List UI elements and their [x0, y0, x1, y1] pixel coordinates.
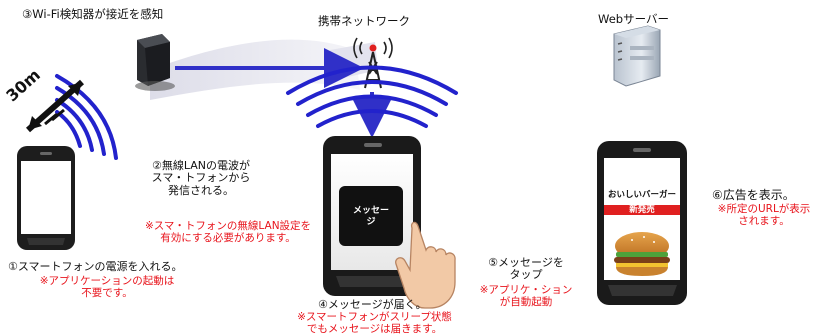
step5-line2: タップ	[509, 268, 543, 282]
smartphone-2	[323, 136, 421, 296]
hand-icon	[395, 221, 456, 309]
wifi-detector-label: ③Wi-Fi検知器が接近を感知	[22, 7, 164, 21]
step5-note-line1: ※アプリケ・ション	[479, 284, 573, 296]
phone-receive-waves	[286, 65, 458, 128]
step4-text: ④メッセージが届く。	[318, 298, 427, 311]
step5-note: ※アプリケ・ション が自動起動	[470, 284, 582, 309]
step4-note-line1: ※スマートフォンがスリープ状態	[297, 311, 452, 323]
step6-note-line2: されます。	[738, 214, 790, 227]
step2-note-line1: ※スマ・トフォンの無線LAN設定を	[144, 220, 312, 232]
mobile-network-label: 携帯ネットワーク	[318, 14, 410, 28]
wifi-detector-icon	[135, 34, 175, 91]
ad-badge: 新発売	[629, 205, 655, 215]
step2-text: ②無線LANの電波が スマ・トフォンから 発信される。	[131, 159, 271, 197]
message-popup-line1: メッセー	[352, 206, 389, 216]
step2-note: ※スマ・トフォンの無線LAN設定を 有効にする必要があります。	[133, 220, 323, 245]
burger-image	[614, 232, 670, 276]
message-popup-line2: ジ	[366, 216, 376, 227]
step1-note: ※アプリケーションの起動は 不要です。	[22, 275, 192, 300]
smartphone-3	[597, 141, 687, 305]
step6-text: ⑥広告を表示。	[712, 188, 795, 202]
step2-note-line2: 有効にする必要があります。	[160, 231, 296, 244]
web-server-icon	[613, 25, 661, 87]
step5-note-line2: が自動起動	[499, 295, 553, 308]
phone1-emit-waves	[55, 74, 118, 160]
step5-line1: ⑤メッセージを	[488, 256, 564, 269]
step2-line1: ②無線LANの電波が	[152, 159, 250, 172]
smartphone-1	[17, 146, 75, 250]
step4-note: ※スマートフォンがスリープ状態 でもメッセージは届きます。	[282, 311, 467, 335]
distance-arrow	[26, 79, 84, 133]
step1-note-line2: 不要です。	[81, 286, 133, 299]
step2-line2: スマ・トフォンから	[151, 171, 251, 185]
step2-line3: 発信される。	[168, 183, 234, 197]
step6-note: ※所定のURLが表示 されます。	[698, 203, 830, 228]
step5-text: ⑤メッセージを タップ	[476, 256, 576, 282]
web-server-label: Webサーバー	[598, 12, 669, 26]
step4-note-line2: でもメッセージは届きます。	[306, 322, 443, 335]
message-popup[interactable]: メッセー ジ	[339, 206, 403, 228]
step6-note-line1: ※所定のURLが表示	[717, 203, 811, 215]
ad-title: おいしいバーガー	[607, 190, 676, 200]
step1-text: ①スマートフォンの電源を入れる。	[8, 260, 183, 273]
step1-note-line1: ※アプリケーションの起動は	[39, 275, 175, 287]
